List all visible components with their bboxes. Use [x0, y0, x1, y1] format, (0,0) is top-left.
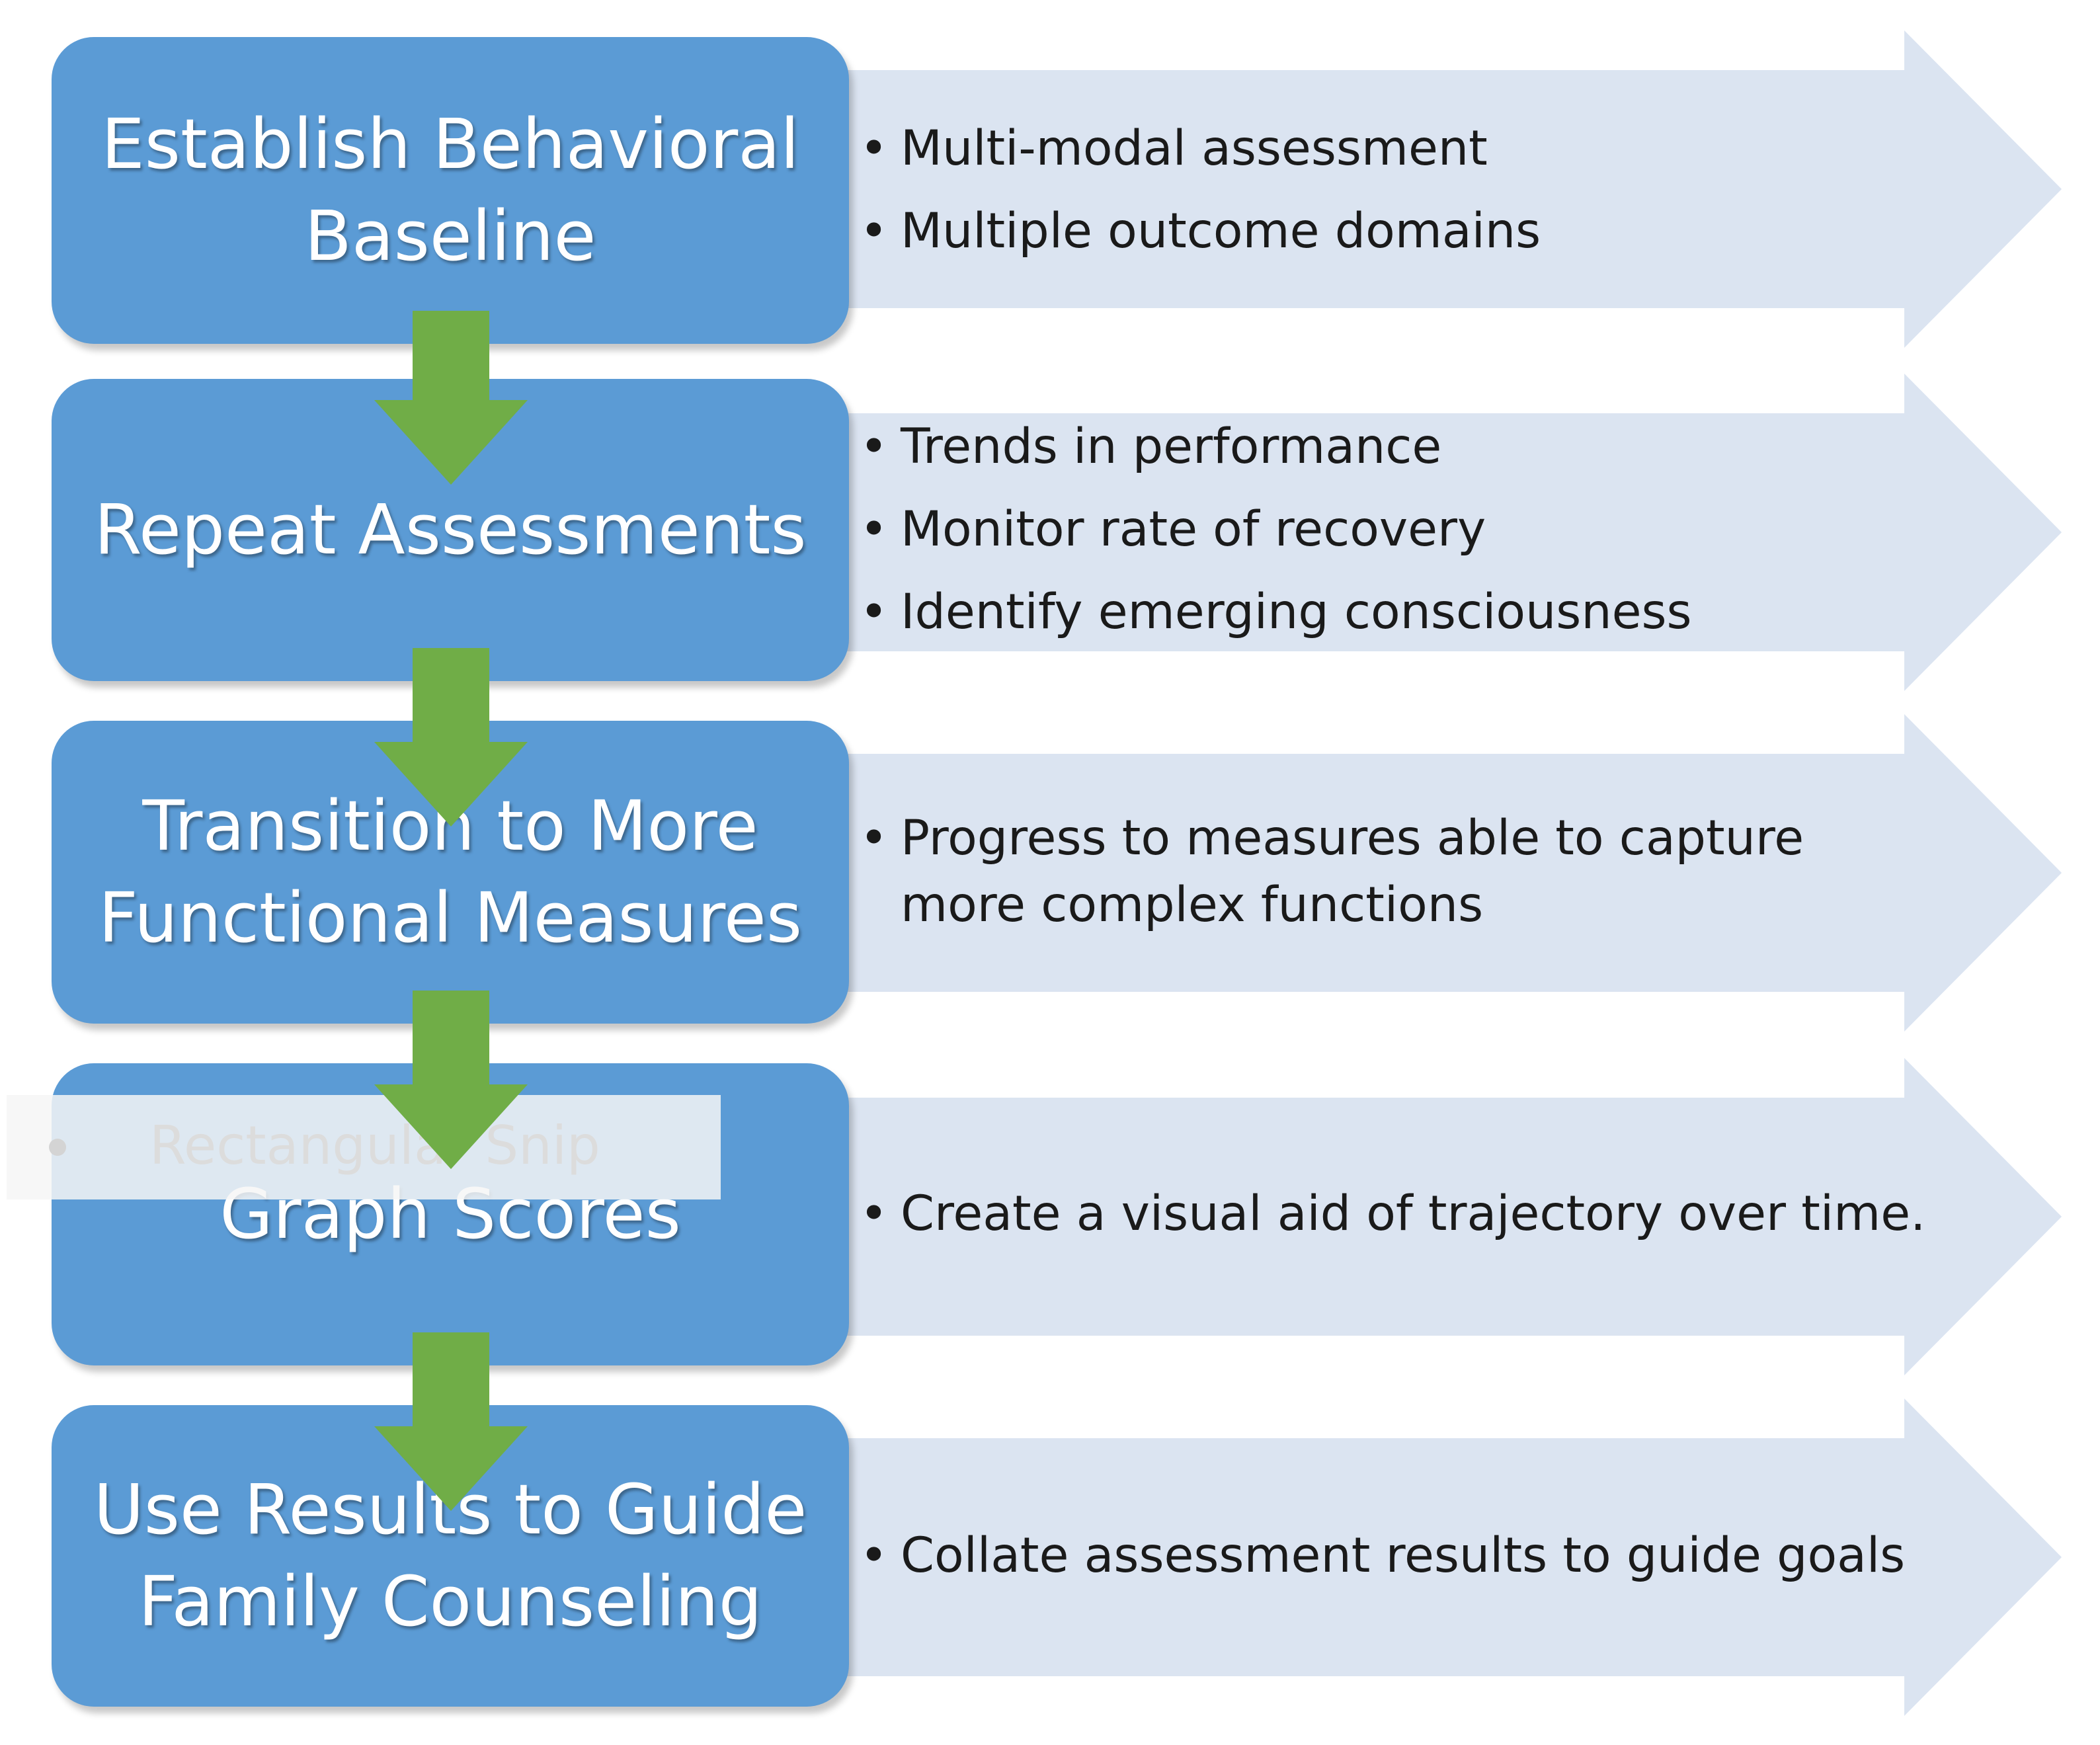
bullet-text: Progress to measures able to capture [901, 810, 1804, 867]
bullet-list-1: Multi-modal assessmentMultiple outcome d… [860, 37, 1984, 344]
bullet-item: Multi-modal assessment [860, 116, 1984, 183]
bullet-text: Identify emerging consciousness [901, 583, 1692, 640]
step-title-line: Family Counseling [138, 1561, 762, 1642]
bullet-text: more complex functions [901, 877, 1484, 933]
bullet-text: Collate assessment results to guide goal… [901, 1527, 1906, 1584]
step-title-line: Repeat Assessments [94, 489, 807, 570]
step-title-line: Baseline [304, 196, 596, 276]
snip-bullet-icon [49, 1139, 66, 1156]
bullet-list-5: Collate assessment results to guide goal… [860, 1405, 1984, 1707]
bullet-item: Collate assessment results to guide goal… [860, 1523, 1984, 1590]
step-box-2: Repeat Assessments [52, 379, 849, 681]
bullet-item: Trends in performance [860, 414, 1984, 481]
bullet-item: Create a visual aid of trajectory over t… [860, 1181, 1984, 1248]
bullet-item: Progress to measures able to capture more… [860, 805, 1984, 938]
connector-arrow-1 [374, 311, 528, 485]
bullet-text: Trends in performance [901, 419, 1442, 475]
step-title-line: Establish Behavioral [101, 103, 799, 184]
connector-arrow-4 [374, 1332, 528, 1511]
bullet-text: Multiple outcome domains [901, 203, 1541, 259]
bullet-text: Multi-modal assessment [901, 120, 1488, 177]
connector-arrow-3 [374, 991, 528, 1169]
bullet-list-2: Trends in performanceMonitor rate of rec… [860, 379, 1984, 681]
bullet-item: Monitor rate of recovery [860, 497, 1984, 563]
bullet-list-3: Progress to measures able to capture more… [860, 721, 1984, 1024]
step-title-line: Functional Measures [98, 877, 803, 958]
bullet-list-4: Create a visual aid of trajectory over t… [860, 1063, 1984, 1365]
bullet-text: Create a visual aid of trajectory over t… [901, 1186, 1926, 1242]
snip-label: Rectangular Snip [149, 1115, 600, 1176]
connector-arrow-2 [374, 648, 528, 827]
bullet-text: Monitor rate of recovery [901, 501, 1486, 558]
bullet-item: Identify emerging consciousness [860, 579, 1984, 646]
rectangular-snip-overlay: Rectangular Snip [7, 1095, 721, 1199]
bullet-item: Multiple outcome domains [860, 198, 1984, 265]
detail-arrow-1 [820, 30, 2062, 348]
